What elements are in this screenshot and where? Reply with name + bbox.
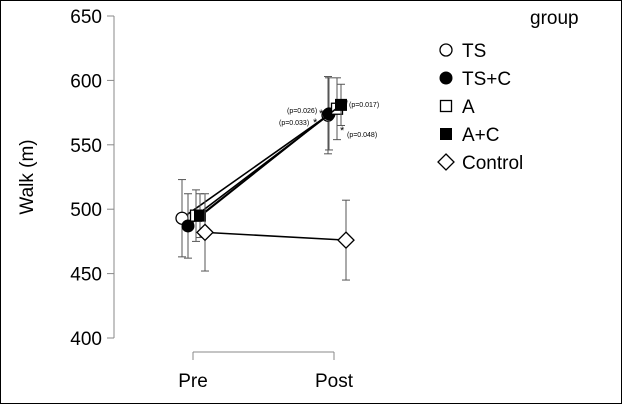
data-point <box>335 98 347 111</box>
y-axis-label: Walk (m) <box>17 139 38 214</box>
data-point <box>439 43 453 57</box>
x-axis: Pre Post <box>178 351 354 392</box>
legend-item: A <box>439 97 475 118</box>
p-value-label: (p=0.048) <box>347 132 377 139</box>
significance-star: * <box>319 108 324 120</box>
data-point <box>439 99 453 113</box>
p-value-label: (p=0.033) <box>279 120 309 127</box>
legend-item: Control <box>437 153 523 174</box>
data-point <box>181 219 195 233</box>
x-tick-label: Pre <box>178 371 208 392</box>
y-tick-label: 550 <box>70 136 102 157</box>
series-line <box>204 231 347 241</box>
series-a-c <box>194 83 347 239</box>
y-tick-label: 600 <box>70 71 102 92</box>
p-value-label: (p=0.026) <box>287 108 317 115</box>
y-tick-label: 500 <box>70 200 102 221</box>
data-point <box>337 231 355 250</box>
data-point <box>196 223 214 242</box>
significance-star: * <box>344 98 349 110</box>
significance-star: * <box>340 125 345 137</box>
legend-label: TS+C <box>462 69 511 90</box>
y-axis: 400 450 500 550 600 650 <box>70 7 115 350</box>
data-point <box>439 71 453 85</box>
legend-item: A+C <box>440 125 500 146</box>
significance-star: * <box>313 117 318 129</box>
x-tick-label: Post <box>315 371 354 392</box>
legend-label: Control <box>462 153 523 174</box>
data-point <box>437 153 455 171</box>
series-control <box>196 193 355 281</box>
legend-label: TS <box>462 41 486 62</box>
legend: group TS TS+C A A+C Control <box>437 8 579 174</box>
legend-label: A <box>462 97 475 118</box>
series-a <box>189 77 344 242</box>
p-value-label: (p=0.017) <box>349 102 379 109</box>
plot-area: (p=0.026)*(p=0.033)*(p=0.017)*(p=0.048)* <box>175 76 379 281</box>
legend-item: TS <box>439 41 486 62</box>
legend-item: TS+C <box>439 69 511 90</box>
significance-annotations: (p=0.026)*(p=0.033)*(p=0.017)*(p=0.048)* <box>279 98 379 139</box>
y-tick-label: 450 <box>70 265 102 286</box>
series-line <box>181 114 329 219</box>
legend-label: A+C <box>462 125 500 146</box>
series-line <box>199 104 342 217</box>
y-tick-label: 650 <box>70 7 102 28</box>
data-point <box>194 209 206 222</box>
data-point <box>440 128 452 140</box>
legend-title: group <box>530 8 579 29</box>
y-tick-label: 400 <box>70 329 102 350</box>
